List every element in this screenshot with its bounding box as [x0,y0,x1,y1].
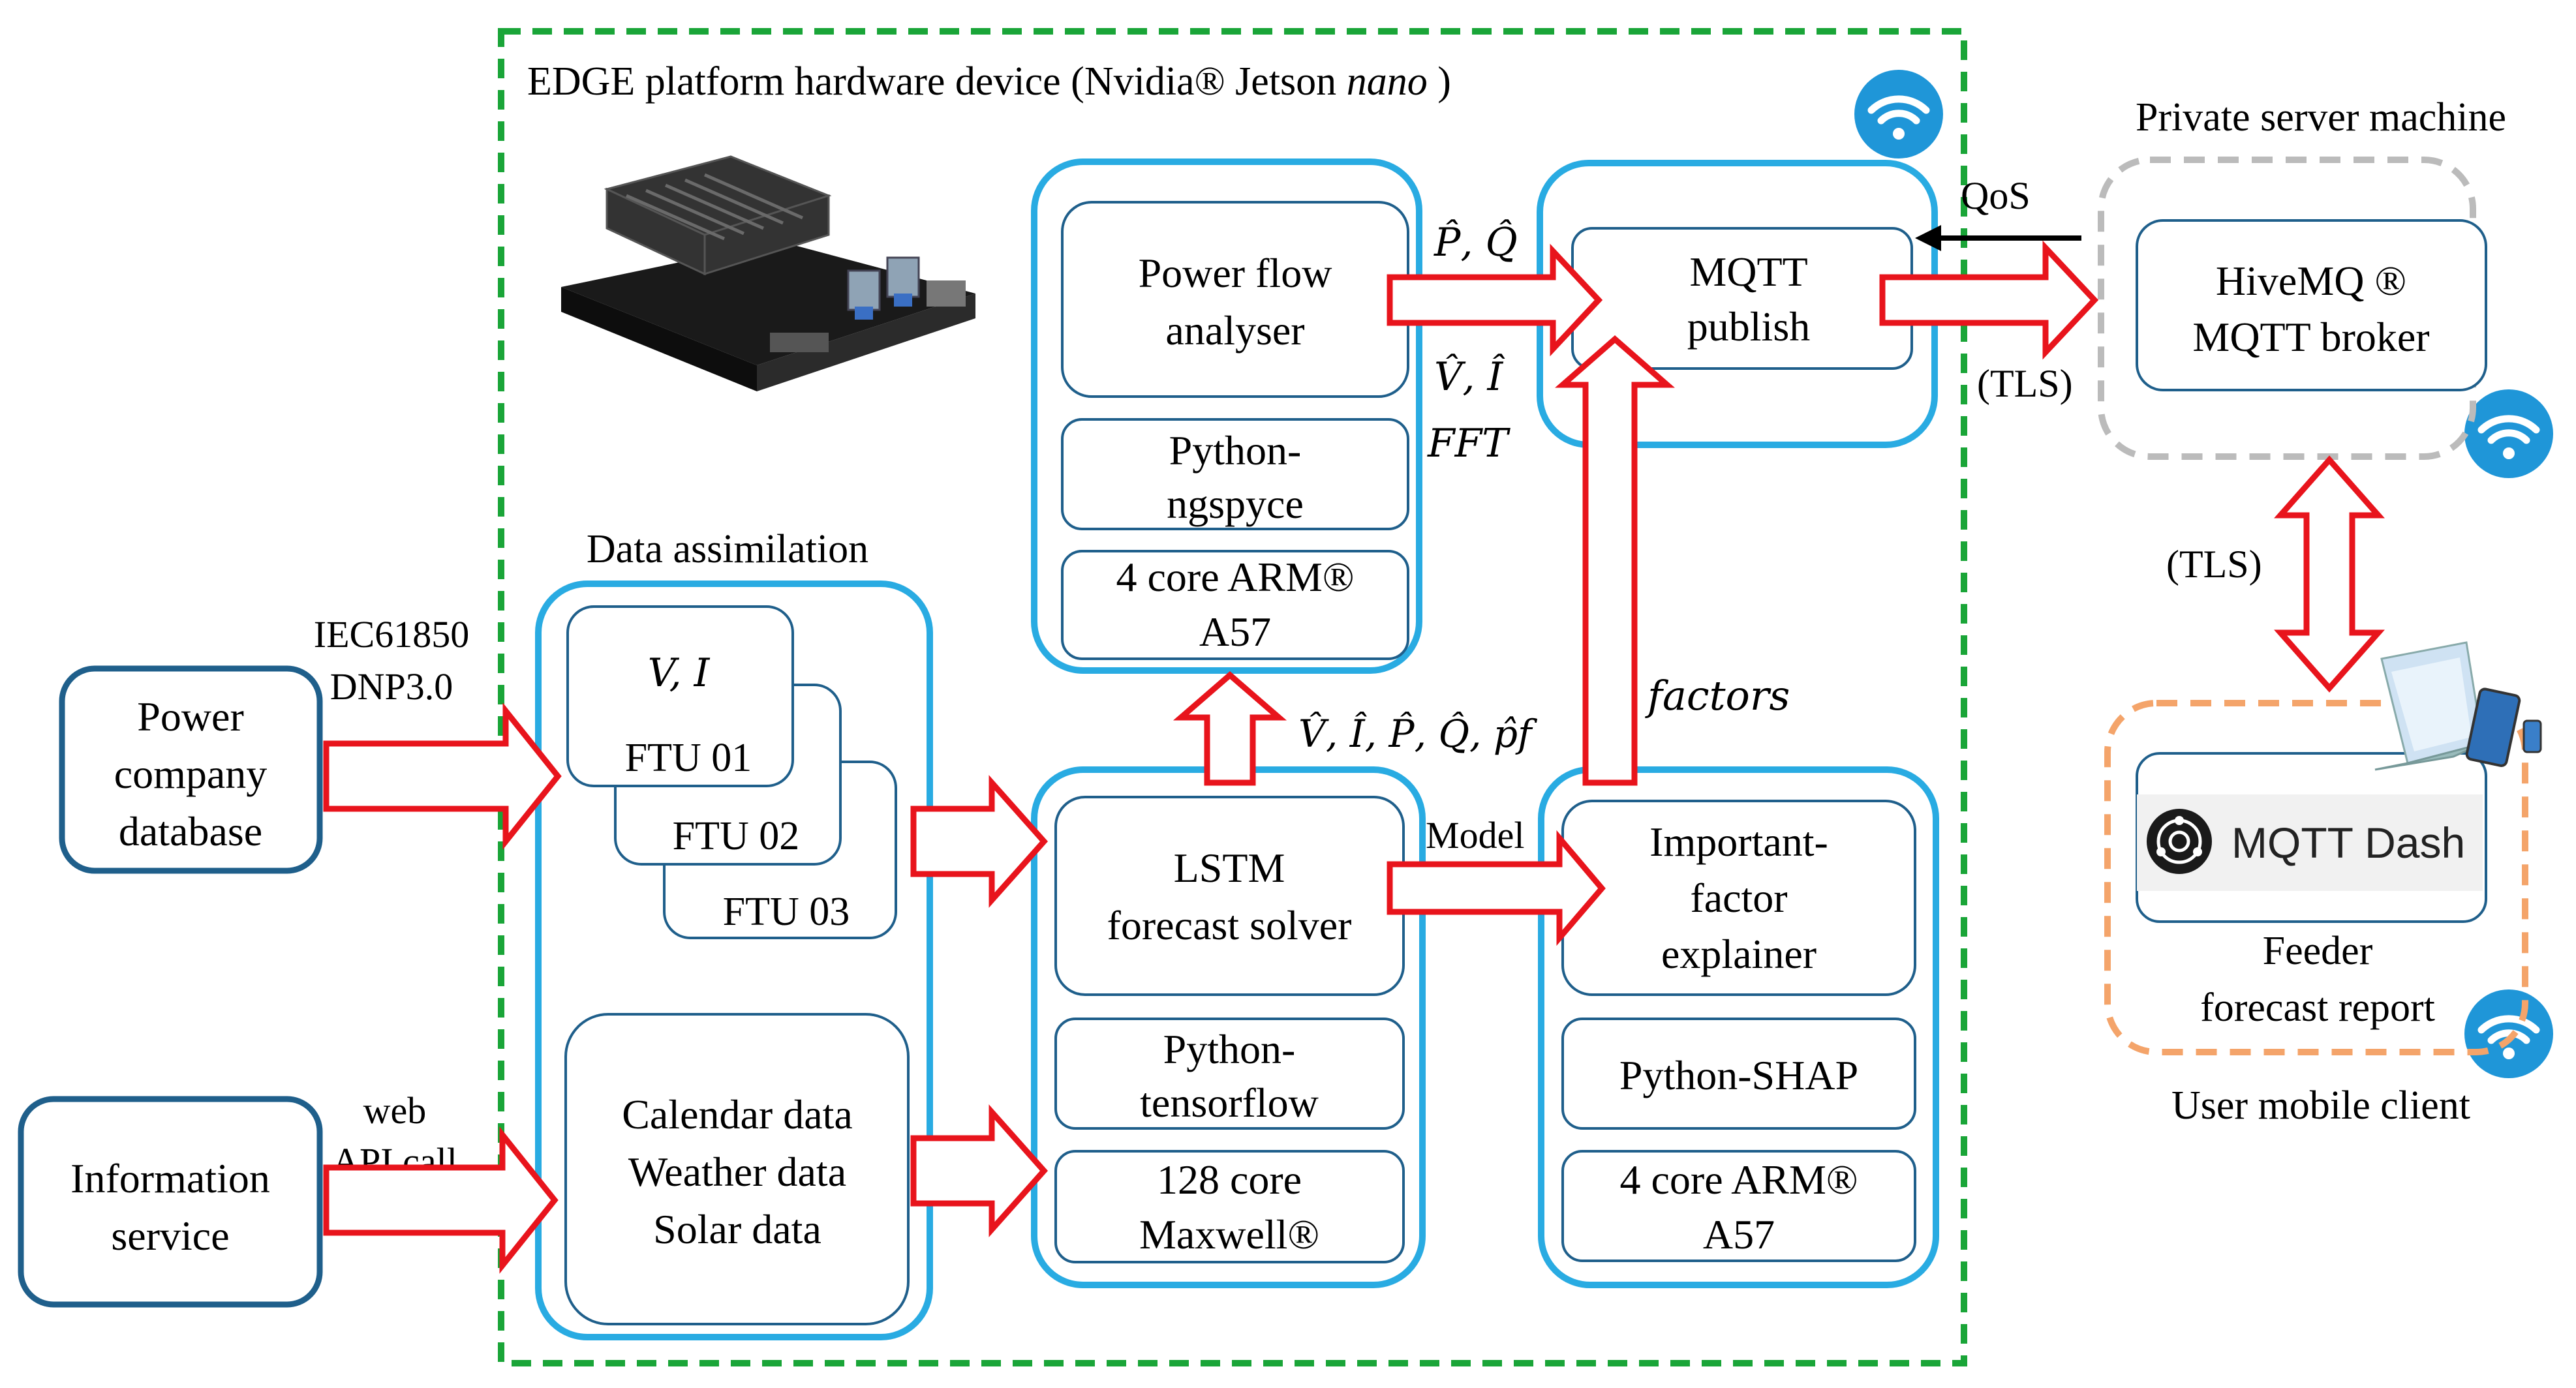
vi-symbol: V, I [648,650,711,696]
qos-arrowhead [1915,225,1941,251]
protocol-label: DNP3.0 [330,665,453,708]
information-service-line: Information [70,1155,270,1201]
data-assimilation-group [535,581,933,1340]
ngspyce-line: Python- [1169,427,1302,474]
external-data-line: Solar data [653,1206,821,1252]
hivemq-line: MQTT broker [2192,314,2429,360]
edge-platform-title: EDGE platform hardware device (Nvidia® J… [527,59,1451,104]
arrow-power-to-ftu [323,702,562,850]
user-client-boundary [2104,700,2528,1055]
arrow-hivemq-client [2274,455,2385,693]
user-client-label: User mobile client [2171,1083,2470,1128]
fft-label: FFT [1427,421,1510,466]
qos-label: QoS [1961,174,2031,217]
mqtt-publish-line: publish [1687,303,1810,350]
important-factor-line: factor [1690,875,1787,921]
arm-right-card [1561,1150,1916,1262]
hivemq-line: HiveMQ ® [2216,258,2406,304]
calendar-weather-solar-card [564,1013,910,1325]
hivemq-broker-card [2136,219,2487,391]
edge-platform-boundary [498,28,1967,1366]
feeder-line: Feeder [2263,929,2373,973]
important-factor-line: Important- [1649,819,1828,865]
ftu-label: FTU 01 [625,736,752,780]
arrow-info-to-calendar [323,1126,559,1274]
arrow-mqtt-to-hivemq [1879,240,2099,360]
private-server-label: Private server machine [2136,95,2506,140]
maxwell-card [1054,1150,1405,1263]
power-company-line: company [114,751,268,797]
power-company-database [59,665,323,874]
lstm-forecast-card [1054,796,1405,996]
power-flow-group [1031,158,1422,674]
power-flow-line: analyser [1165,307,1304,354]
tls-label: (TLS) [1977,362,2073,405]
arm-top-line: A57 [1199,609,1271,655]
arrow-power-flow-to-mqtt [1387,243,1603,357]
tensorflow-card [1054,1018,1405,1130]
ftu-label: FTU 03 [723,890,850,934]
lstm-line: forecast solver [1107,902,1352,948]
python-shap-label: Python-SHAP [1619,1052,1858,1098]
wifi-icon [2464,989,2553,1078]
arm-top-line: 4 core ARM® [1116,554,1354,600]
arrow-important-to-mqtt [1555,335,1675,786]
ngspyce-line: ngspyce [1167,481,1304,527]
arm-right-line: A57 [1703,1211,1775,1258]
web-api-label: web [363,1089,427,1132]
power-flow-analyser-card [1061,201,1409,398]
power-company-line: database [119,808,262,854]
information-service [18,1096,323,1308]
arrow-lstm-to-power-flow [1173,671,1287,786]
information-service-line: service [111,1213,229,1259]
important-factor-group [1538,766,1939,1288]
arrow-ftu-to-lstm [910,775,1049,908]
vi-hat-label: V̂, Î [1434,354,1505,400]
important-factor-line: explainer [1661,931,1817,977]
mqtt-publish-line: MQTT [1689,249,1807,295]
data-assimilation-label: Data assimilation [587,527,868,571]
mobile-devices-icon [2374,641,2542,771]
power-flow-line: Power flow [1139,250,1332,296]
maxwell-line: Maxwell® [1139,1211,1319,1258]
maxwell-line: 128 core [1157,1156,1302,1203]
external-data-line: Calendar data [622,1091,853,1138]
factors-label: factors [1645,672,1790,719]
protocol-label: IEC61850 [314,613,469,656]
tls-label: (TLS) [2166,543,2262,586]
ftu-01-card [566,605,794,787]
python-shap-card [1561,1018,1916,1130]
arm-top-card [1061,550,1409,660]
power-company-line: Power [137,693,244,740]
ftu-label: FTU 02 [673,814,800,858]
tensorflow-line: tensorflow [1140,1079,1319,1126]
wifi-icon [1854,70,1943,158]
wifi-icon [2464,389,2553,478]
tensorflow-line: Python- [1163,1026,1296,1072]
external-data-line: Weather data [628,1149,846,1195]
arrow-lstm-to-important [1387,830,1606,946]
model-label: Model [1426,814,1524,856]
ngspyce-card [1061,418,1409,530]
mqtt-dash-logo-icon [2147,809,2212,874]
forecast-vars-label: V̂, Î, P̂, Q̂, p̂f [1298,711,1538,756]
lstm-line: LSTM [1174,845,1285,891]
pq-hat-label: P̂, Q̂ [1434,219,1518,265]
jetson-nano-board-image [561,155,975,391]
arm-right-line: 4 core ARM® [1619,1156,1858,1203]
mqtt-dash-label: MQTT Dash [2231,819,2465,867]
arrow-calendar-to-lstm [910,1104,1049,1237]
feeder-line: forecast report [2200,986,2435,1030]
